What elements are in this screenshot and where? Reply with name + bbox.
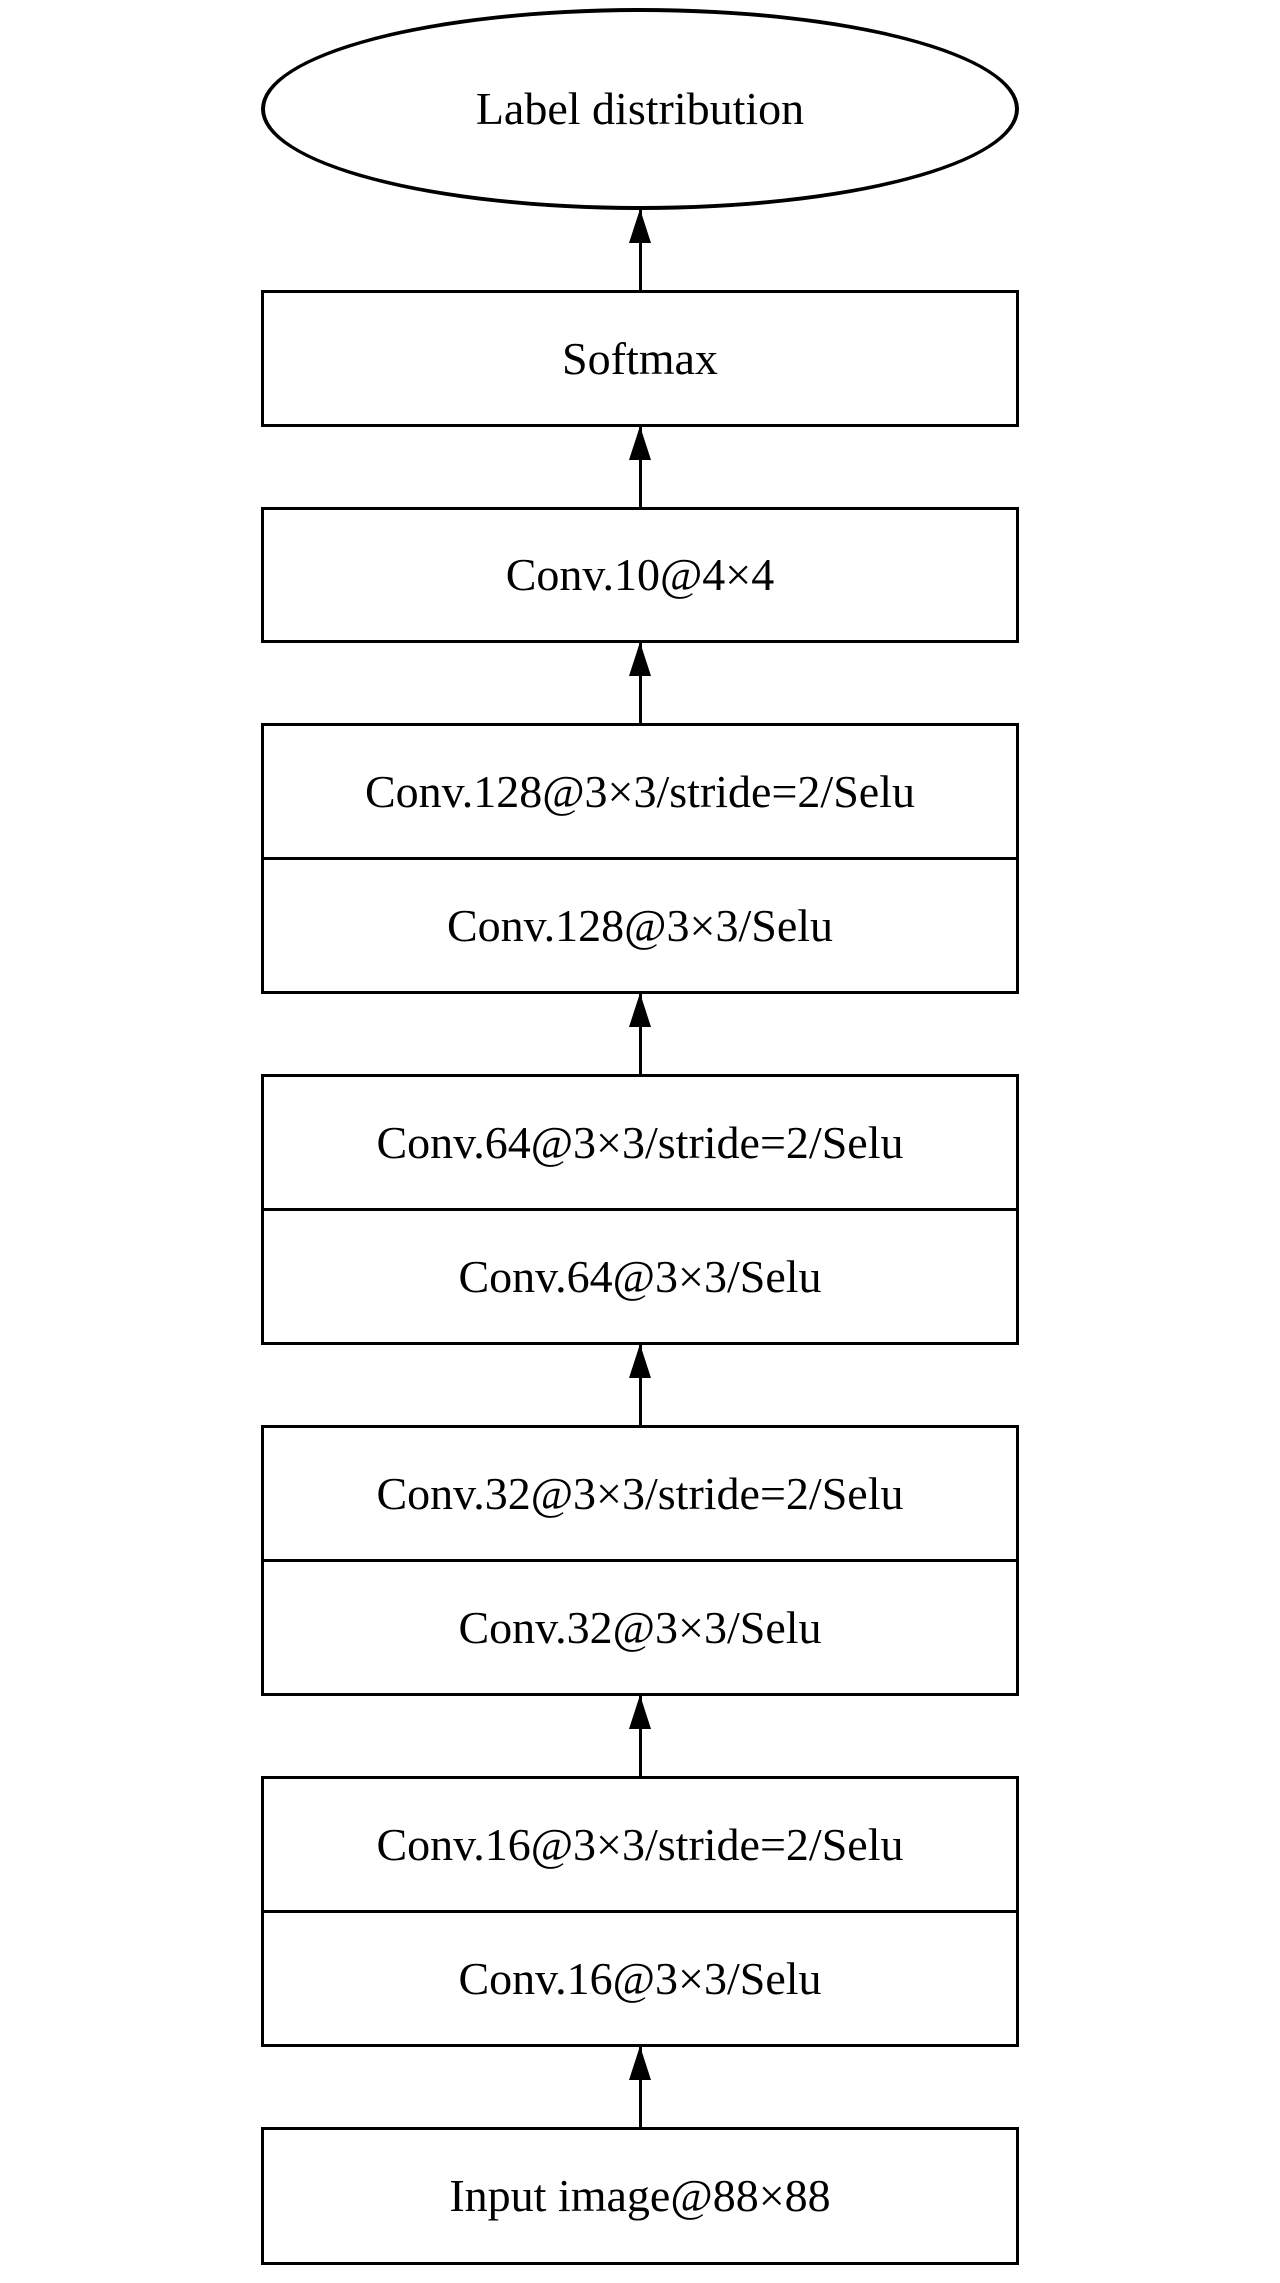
node-conv16-stride: Conv.16@3×3/stride=2/Selu [261, 1776, 1019, 1913]
node-softmax: Softmax [261, 290, 1019, 427]
node-conv10: Conv.10@4×4 [261, 507, 1019, 643]
node-conv128-stride: Conv.128@3×3/stride=2/Selu [261, 723, 1019, 860]
node-conv16-stride-text: Conv.16@3×3/stride=2/Selu [376, 1818, 904, 1870]
arrow-up-icon [638, 643, 642, 723]
node-softmax-text: Softmax [562, 332, 718, 384]
node-conv128-text: Conv.128@3×3/Selu [446, 899, 834, 951]
node-conv128: Conv.128@3×3/Selu [261, 857, 1019, 994]
node-conv32: Conv.32@3×3/Selu [261, 1559, 1019, 1696]
node-input-image: Input image@88×88 [261, 2127, 1019, 2265]
node-conv64-text: Conv.64@3×3/Selu [458, 1250, 822, 1302]
arrow-up-icon [638, 994, 642, 1074]
node-conv64-stride-text: Conv.64@3×3/stride=2/Selu [376, 1116, 904, 1168]
node-conv10-text: Conv.10@4×4 [505, 549, 775, 600]
arrow-up-icon [638, 427, 642, 507]
arrow-up-icon [638, 210, 642, 290]
node-conv32-text: Conv.32@3×3/Selu [458, 1601, 822, 1653]
node-conv64-stride: Conv.64@3×3/stride=2/Selu [261, 1074, 1019, 1211]
node-conv32-stride-text: Conv.32@3×3/stride=2/Selu [376, 1467, 904, 1519]
arrow-up-icon [638, 2047, 642, 2127]
node-conv32-stride: Conv.32@3×3/stride=2/Selu [261, 1425, 1019, 1562]
arrow-up-icon [638, 1696, 642, 1776]
arrow-up-icon [638, 1345, 642, 1425]
node-label-distribution-text: Label distribution [475, 83, 805, 134]
node-conv128-stride-text: Conv.128@3×3/stride=2/Selu [365, 765, 915, 817]
node-conv16-text: Conv.16@3×3/Selu [458, 1952, 822, 2004]
node-label-distribution: Label distribution [261, 8, 1019, 210]
node-input-image-text: Input image@88×88 [449, 2170, 831, 2221]
node-conv64: Conv.64@3×3/Selu [261, 1208, 1019, 1345]
node-conv16: Conv.16@3×3/Selu [261, 1910, 1019, 2047]
